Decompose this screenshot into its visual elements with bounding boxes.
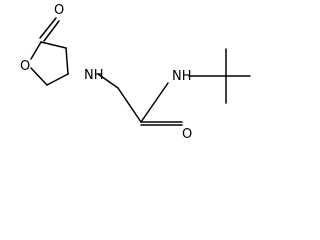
molecule-structure: O O NH NH O: [20, 3, 251, 142]
atom-o-ring: O: [20, 59, 30, 74]
bond-ch2-ca: [117, 87, 142, 123]
bond-carbonyl-1: [39, 17, 57, 39]
bond-c3-c4: [65, 47, 69, 75]
amide-group: [140, 82, 183, 126]
lactone-ring: [30, 17, 69, 86]
atom-o-carbonyl: O: [54, 3, 64, 18]
tert-butyl-group: [188, 48, 251, 104]
bond-carbonyl-2: [43, 20, 60, 42]
bond-nh-ch2: [97, 73, 119, 89]
atom-nh-amide: NH: [172, 69, 192, 84]
amine-linker: [97, 73, 142, 123]
bond-c2-c3: [40, 41, 67, 49]
bond-ca-nh: [140, 82, 169, 123]
atom-o-amide: O: [182, 127, 192, 142]
bond-c4-c5: [46, 73, 69, 86]
bond-c5-oring: [30, 67, 48, 86]
atom-nh-amine: NH: [84, 68, 104, 83]
bond-oring-c2: [30, 41, 42, 60]
